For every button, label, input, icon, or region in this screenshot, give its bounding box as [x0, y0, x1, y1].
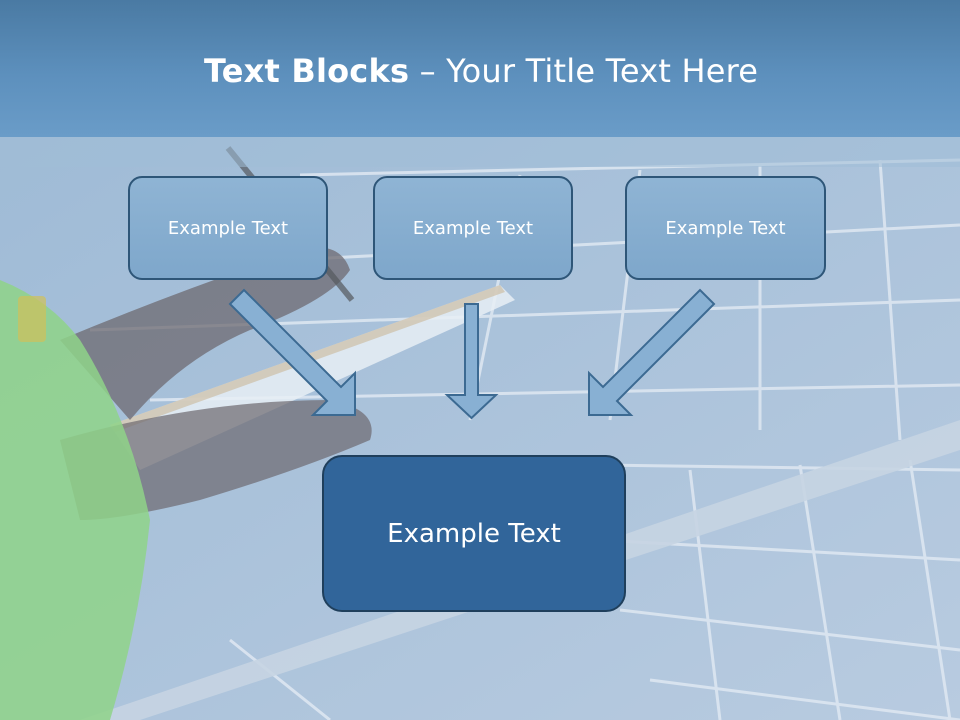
bottom-box-label: Example Text [387, 518, 561, 549]
arrow-left-to-center [228, 288, 356, 416]
arrow-right-to-center [588, 288, 716, 416]
top-box-left[interactable]: Example Text [128, 176, 328, 280]
title-bar [0, 0, 960, 137]
arrow-center-down [444, 303, 499, 420]
bottom-box[interactable]: Example Text [322, 455, 626, 612]
title-bar-strip [0, 137, 960, 167]
top-box-right[interactable]: Example Text [625, 176, 826, 280]
slide-title-bold: Text Blocks [204, 52, 410, 90]
slide-title: Text Blocks – Your Title Text Here [204, 52, 758, 90]
top-box-center[interactable]: Example Text [373, 176, 573, 280]
slide-title-rest: – Your Title Text Here [409, 52, 759, 90]
top-box-left-label: Example Text [167, 217, 289, 239]
top-box-center-label: Example Text [412, 217, 534, 239]
top-box-right-label: Example Text [665, 217, 786, 239]
